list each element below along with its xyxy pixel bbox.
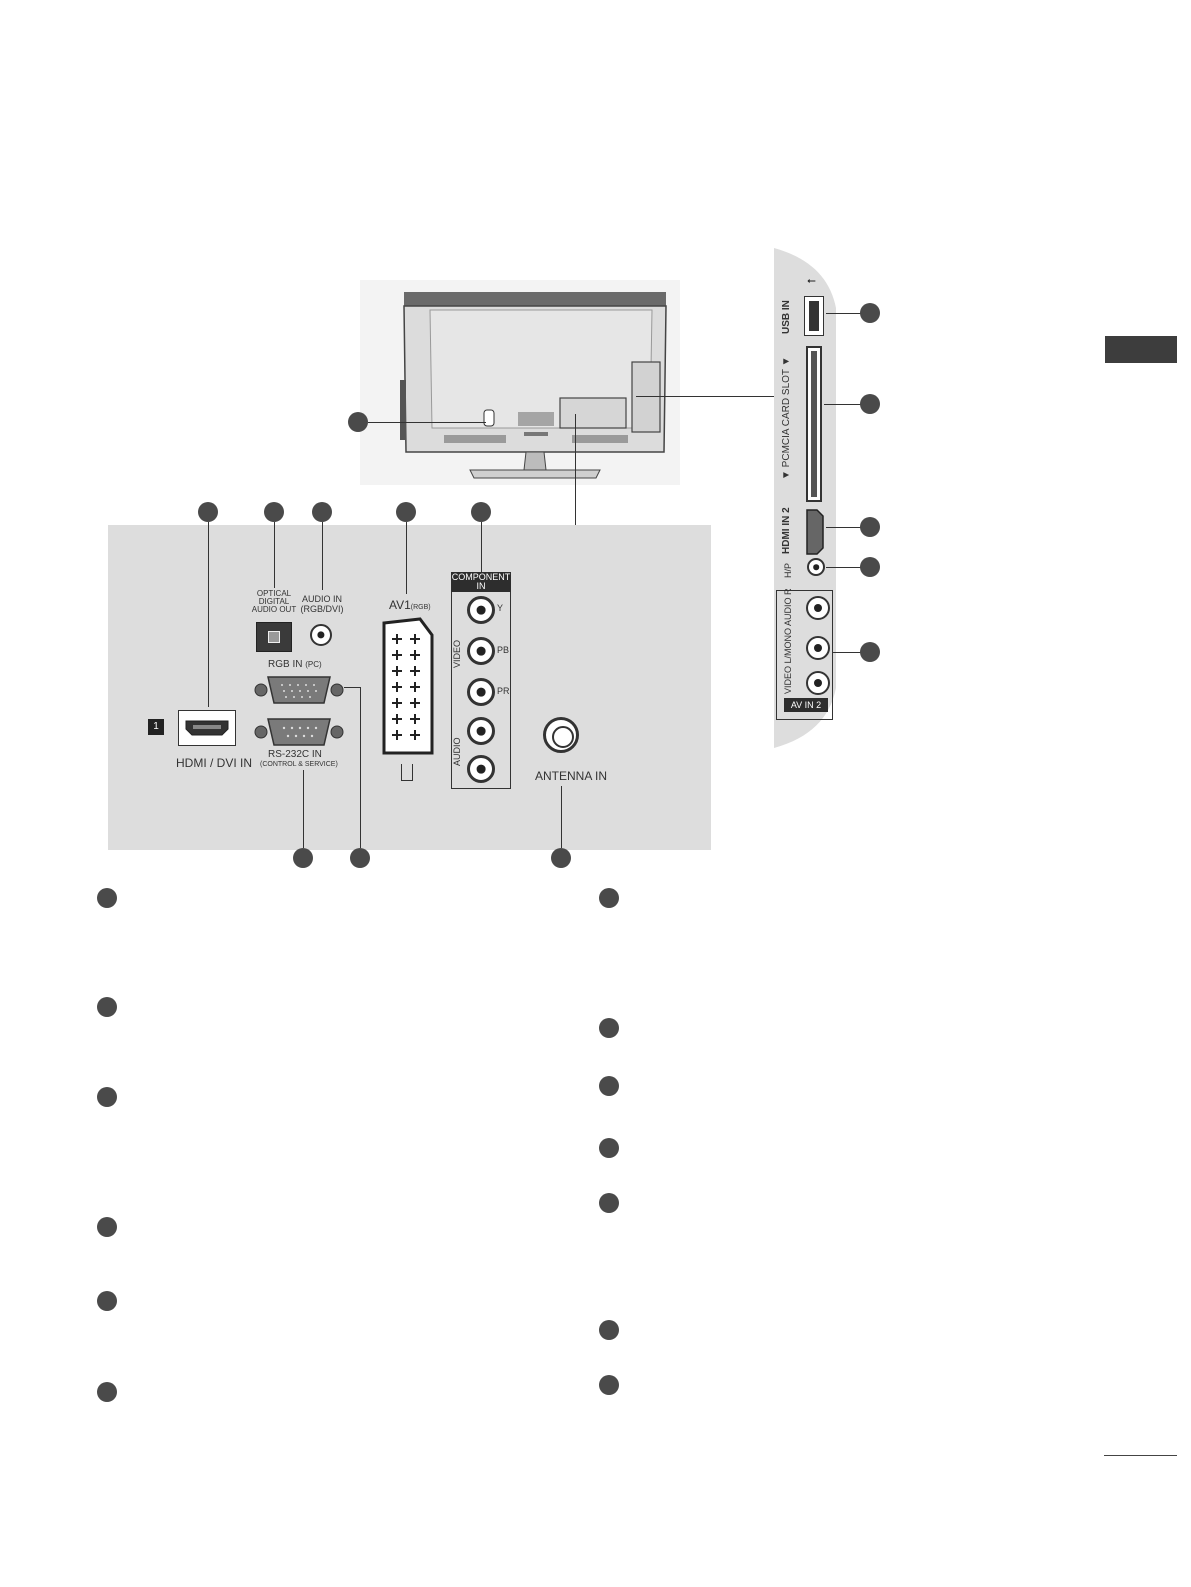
legend-marker-right-3 — [599, 1076, 619, 1096]
leader-hdmi — [208, 522, 209, 707]
av1-label: AV1(RGB) — [389, 598, 431, 612]
callout-kensington — [348, 412, 368, 432]
leader-pcmcia-side — [824, 404, 862, 405]
legend-marker-right-2 — [599, 1018, 619, 1038]
component-pr-jack — [467, 678, 495, 706]
av-in2-audio-r-jack — [806, 596, 830, 620]
av-row-label: VIDEO L/MONO AUDIO R — [783, 588, 793, 694]
page-number-rule — [1104, 1455, 1177, 1456]
leader-audio-in — [322, 522, 323, 590]
antenna-label: ANTENNA IN — [535, 769, 608, 783]
leader-rgb-v — [360, 687, 361, 848]
callout-hdmi — [198, 502, 218, 522]
pcmcia-slot — [806, 346, 822, 502]
optical-port — [256, 622, 292, 652]
av-in2-block — [776, 590, 833, 720]
legend-marker-left-3 — [97, 1087, 117, 1107]
component-pb-label: PB — [497, 645, 510, 655]
leader-line-kensington — [368, 422, 486, 423]
av-in2-audio-l-jack — [806, 636, 830, 660]
rgb-in-label: RGB IN (PC) — [268, 659, 322, 670]
hdmi-dvi-label: HDMI / DVI IN — [176, 756, 253, 770]
legend-marker-right-5 — [599, 1193, 619, 1213]
leader-av-in2 — [833, 652, 862, 653]
rgb-in-port — [254, 676, 344, 704]
usb-icon: ⭠ — [807, 275, 816, 287]
callout-rgb — [350, 848, 370, 868]
rs232-sub-label: (CONTROL & SERVICE) — [260, 761, 338, 768]
leader-usb — [826, 313, 862, 314]
legend-marker-left-1 — [97, 888, 117, 908]
leader-av1 — [406, 522, 407, 594]
callout-component — [471, 502, 491, 522]
component-audio-l-jack — [467, 717, 495, 745]
leader-line-panel — [575, 414, 576, 525]
component-y-jack — [467, 596, 495, 624]
optical-label: OPTICAL DIGITAL AUDIO OUT — [251, 589, 297, 614]
component-audio-label: AUDIO — [452, 737, 462, 766]
av-in2-video-jack — [806, 671, 830, 695]
legend-marker-left-4 — [97, 1217, 117, 1237]
pcmcia-label: ▼ PCMCIA CARD SLOT ▼ — [781, 356, 792, 480]
legend-marker-right-4 — [599, 1138, 619, 1158]
callout-pcmcia — [860, 394, 880, 414]
antenna-port — [543, 717, 579, 753]
usb-in-label: USB IN — [781, 300, 792, 334]
component-pr-label: PR — [497, 686, 510, 696]
headphone-jack — [807, 558, 825, 576]
leader-headphone — [826, 567, 862, 568]
leader-rgb — [344, 687, 360, 688]
scart-connector — [382, 617, 434, 755]
leader-antenna — [561, 786, 562, 848]
rs232-label: RS-232C IN — [268, 749, 322, 760]
component-y-label: Y — [497, 603, 504, 613]
audio-in-jack — [310, 624, 332, 646]
audio-in-label: AUDIO IN (RGB/DVI) — [300, 594, 344, 614]
callout-av1 — [396, 502, 416, 522]
av-in2-label: AV IN 2 — [784, 698, 828, 712]
scart-ground-icon — [401, 764, 413, 781]
legend-marker-left-5 — [97, 1291, 117, 1311]
hdmi-number-badge: 1 — [148, 719, 164, 735]
legend-marker-right-7 — [599, 1375, 619, 1395]
callout-antenna — [551, 848, 571, 868]
component-header: COMPONENT IN — [451, 572, 511, 592]
hp-label: H/P — [783, 562, 793, 578]
legend-marker-left-2 — [97, 997, 117, 1017]
legend-marker-left-6 — [97, 1382, 117, 1402]
hdmi-port — [185, 720, 229, 736]
leader-line-pcmcia — [636, 396, 774, 397]
legend-marker-right-1 — [599, 888, 619, 908]
callout-rs232 — [293, 848, 313, 868]
leader-optical — [274, 522, 275, 588]
hdmi2-port — [806, 509, 824, 555]
usb-port — [804, 296, 824, 336]
section-tab — [1105, 336, 1177, 363]
component-video-label: VIDEO — [452, 639, 462, 668]
component-audio-r-jack — [467, 755, 495, 783]
rs232-port — [254, 718, 344, 746]
component-pb-jack — [467, 637, 495, 665]
callout-headphone — [860, 557, 880, 577]
callout-audio-in — [312, 502, 332, 522]
legend-marker-right-6 — [599, 1320, 619, 1340]
hdmi2-label: HDMI IN 2 — [781, 507, 792, 554]
tv-rear-illustration — [360, 280, 680, 485]
callout-hdmi2 — [860, 517, 880, 537]
callout-av-in2 — [860, 642, 880, 662]
leader-component — [481, 522, 482, 572]
leader-rs232 — [303, 770, 304, 848]
leader-hdmi2 — [826, 527, 862, 528]
callout-optical — [264, 502, 284, 522]
callout-usb — [860, 303, 880, 323]
